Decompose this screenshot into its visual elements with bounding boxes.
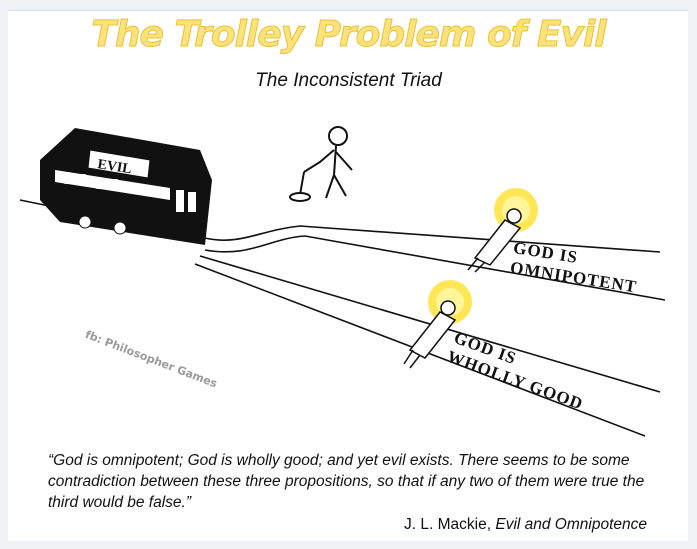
mackie-quote: “God is omnipotent; God is wholly good; … [48,452,645,511]
upper-track-rail-2 [204,235,666,301]
lower-tied-person [403,300,457,369]
post-card [8,10,688,541]
meme-title: The Trolley Problem of Evil [91,14,607,56]
trolley-evil: EVIL [40,128,212,245]
lever-person [289,126,353,202]
quote-attribution: J. L. Mackie, Evil and Omnipotence [404,516,647,533]
trolley-label: EVIL [96,157,132,177]
upper-tied-person [467,208,522,273]
upper-track-rail-1 [19,199,661,253]
meme-subtitle: The Inconsistent Triad [255,70,442,91]
